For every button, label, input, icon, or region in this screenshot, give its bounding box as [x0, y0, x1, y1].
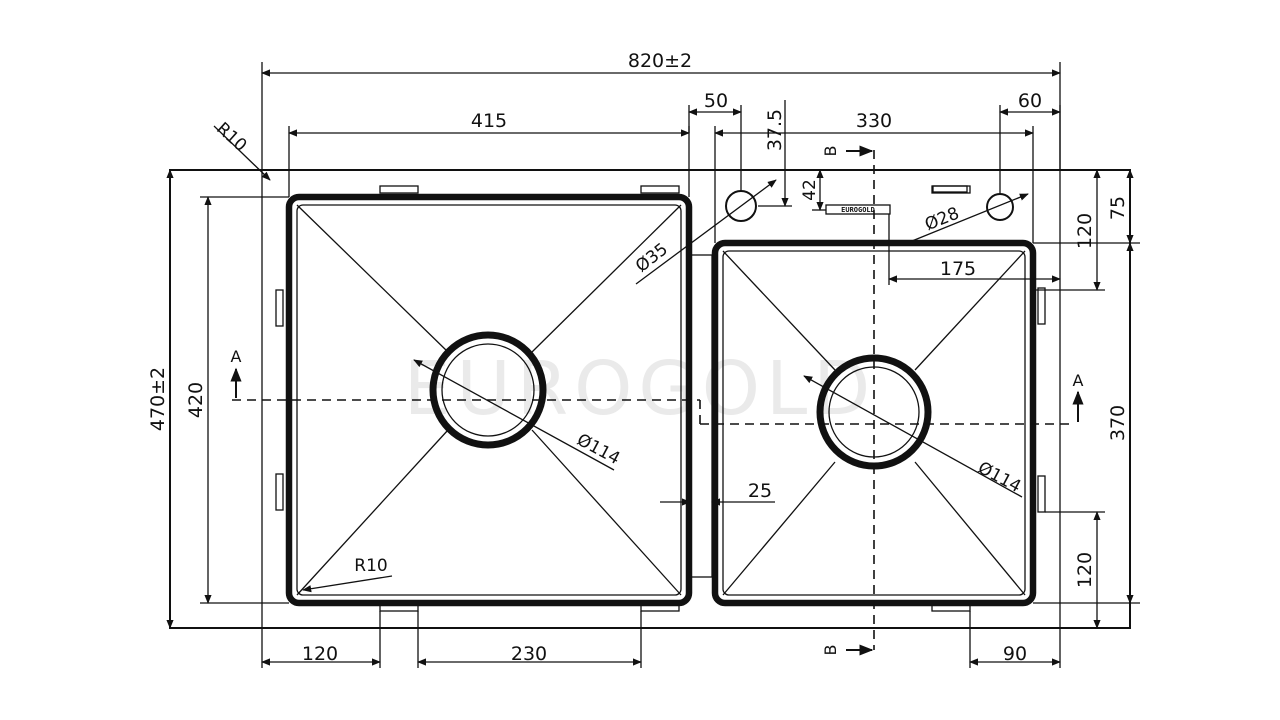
svg-text:370: 370 — [1107, 405, 1129, 441]
dimension-overall-height: 470±2 — [147, 169, 174, 629]
svg-text:50: 50 — [704, 90, 728, 112]
callout-inner-radius: R10 — [302, 556, 393, 593]
svg-text:B: B — [821, 645, 840, 656]
svg-text:42: 42 — [800, 179, 820, 201]
dimension-right-hole-top: 120 — [1033, 169, 1105, 291]
callout-right-hole-dia: Ø28 — [911, 193, 1029, 242]
dimension-label-plate: 42 — [800, 169, 838, 211]
svg-text:A: A — [1073, 371, 1084, 390]
svg-text:420: 420 — [185, 382, 207, 418]
svg-text:820±2: 820±2 — [628, 50, 692, 72]
dimension-left-bowl-height: 420 — [185, 196, 289, 604]
svg-text:415: 415 — [471, 110, 507, 132]
svg-text:R10: R10 — [354, 556, 387, 576]
dimension-right-hole-offset: 60 — [999, 90, 1061, 194]
dimension-divider: 25 — [660, 480, 775, 506]
left-drain-inner — [441, 343, 535, 437]
svg-text:120: 120 — [1074, 213, 1096, 249]
dimension-plate-top: 75 — [1033, 169, 1140, 244]
watermark-text: EUROGOLD — [404, 346, 876, 432]
svg-text:R10: R10 — [212, 119, 250, 156]
sink-body-outline — [261, 169, 1061, 629]
tap-hole-right — [986, 193, 1014, 221]
svg-text:120: 120 — [302, 643, 338, 665]
left-drain-outer — [429, 331, 547, 449]
svg-text:75: 75 — [1107, 196, 1129, 220]
svg-text:60: 60 — [1018, 90, 1042, 112]
dimension-right-clip-bottom: 120 — [1045, 511, 1105, 629]
dimension-bottom-middle: 230 — [417, 611, 642, 668]
dimension-tap-hole-offset: 50 — [688, 90, 742, 192]
svg-text:Ø114: Ø114 — [974, 458, 1024, 497]
svg-text:37.5: 37.5 — [764, 109, 786, 151]
svg-text:Ø28: Ø28 — [922, 204, 962, 236]
svg-text:25: 25 — [748, 480, 772, 502]
svg-text:330: 330 — [856, 110, 892, 132]
slot-mark — [932, 185, 968, 193]
dimension-right-bowl-height: 370 — [1033, 242, 1140, 604]
dimension-overall-width: 820±2 — [261, 50, 1061, 170]
svg-text:B: B — [821, 146, 840, 157]
svg-text:90: 90 — [1003, 643, 1027, 665]
svg-text:Ø114: Ø114 — [573, 430, 623, 469]
section-marker-b-bottom: B — [821, 644, 874, 656]
dimension-bottom-left: 120 — [261, 611, 381, 668]
dimension-right-bowl-width: 330 — [714, 110, 1034, 243]
label-plate-logo: EUROGOLD — [841, 206, 875, 214]
dimension-left-bowl-width: 415 — [288, 110, 690, 197]
svg-text:470±2: 470±2 — [147, 367, 169, 431]
dimension-label-offset: 175 — [888, 214, 1061, 285]
dimension-bottom-right: 90 — [969, 611, 1061, 668]
section-marker-a-left: A — [230, 347, 242, 398]
svg-text:A: A — [231, 347, 242, 366]
section-marker-b-top: B — [821, 145, 874, 157]
svg-text:230: 230 — [511, 643, 547, 665]
svg-text:Ø35: Ø35 — [632, 239, 672, 276]
svg-text:120: 120 — [1074, 552, 1096, 588]
svg-text:175: 175 — [940, 258, 976, 280]
section-marker-a-right: A — [1072, 371, 1084, 422]
